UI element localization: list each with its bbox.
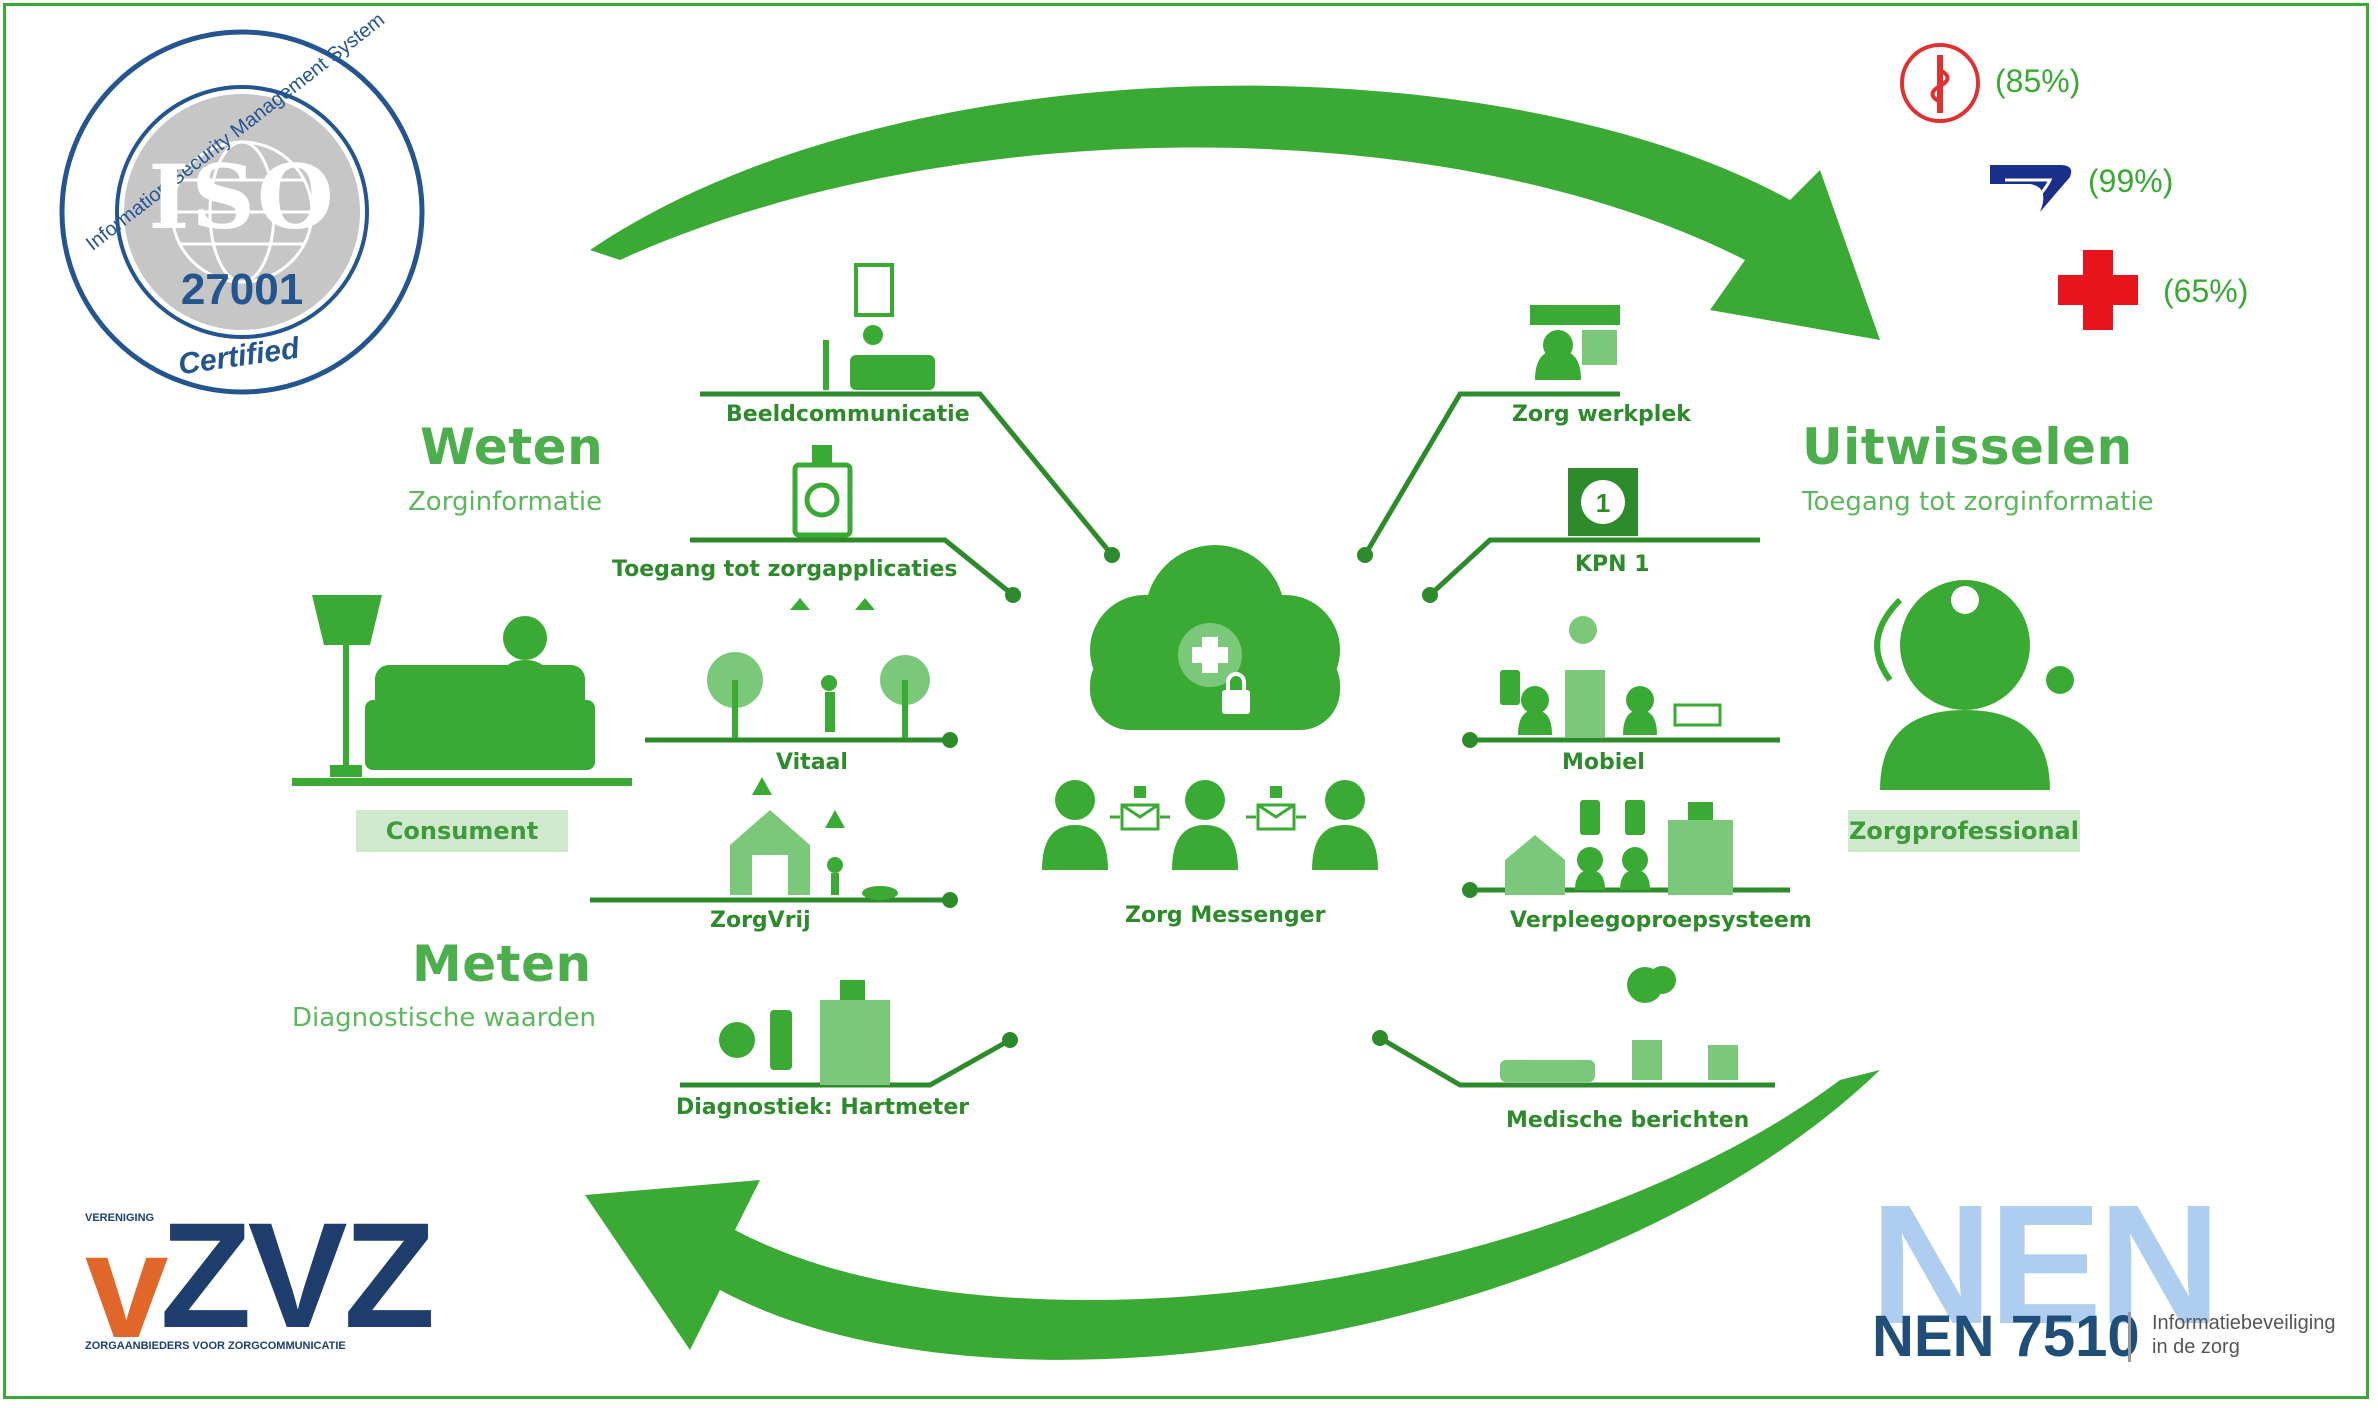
service-diagnostiek-hartmeter: Diagnostiek: Hartmeter (676, 1095, 970, 1120)
wing-logo-icon (1990, 165, 2072, 212)
service-beeldcommunicatie: Beeldcommunicatie (726, 402, 970, 427)
score-99: (99%) (2088, 163, 2174, 199)
safe-icon (792, 445, 853, 538)
cloud-cross-icon (1178, 623, 1242, 687)
vzvz-letters: ZVZ (160, 1191, 435, 1359)
mobiel-icon (1500, 616, 1722, 738)
zorgvrij-icon (730, 777, 898, 900)
meten-subtitle: Diagnostische waarden (292, 1003, 596, 1033)
lock-icon (1222, 672, 1250, 714)
consumer-icon (292, 595, 632, 786)
bottom-cycle-arrow (585, 1070, 1880, 1360)
nen-subtitle-2: in de zorg (2152, 1336, 2240, 1358)
iso-label: ISO (148, 145, 336, 249)
kpn-icon: 1 (1568, 468, 1638, 536)
top-cycle-arrow (590, 85, 1880, 340)
vitaal-icon (707, 598, 930, 738)
service-medische-berichten: Medische berichten (1506, 1108, 1750, 1133)
vzvz-top-text: VERENIGING (85, 1212, 155, 1224)
zorg-werkplek-icon (1530, 305, 1620, 380)
messenger-people-icons (1042, 780, 1378, 870)
service-vitaal: Vitaal (776, 750, 848, 775)
service-toegang-zorgapplicaties: Toegang tot zorgapplicaties (612, 557, 958, 582)
hartmeter-icon (719, 980, 890, 1085)
medische-berichten-icon (1500, 966, 1738, 1082)
service-zorg-werkplek: Zorg werkplek (1512, 402, 1691, 427)
professional-label: Zorgprofessional (1848, 810, 2080, 852)
score-85: (85%) (1995, 63, 2081, 99)
small-lock-icons (1134, 786, 1282, 798)
nen-subtitle-1: Informatiebeveiliging (2152, 1312, 2336, 1334)
service-zorgvrij: ZorgVrij (710, 908, 811, 933)
score-65: (65%) (2163, 273, 2249, 309)
red-cross-icon (2058, 250, 2138, 330)
nen-big-letters: NEN (1870, 1170, 2221, 1360)
service-verpleegoproepsysteem: Verpleegoproepsysteem (1510, 908, 1812, 933)
nen-divider (2128, 1312, 2131, 1362)
vzvz-letter-v: v (85, 1201, 169, 1369)
uitwisselen-title: Uitwisselen (1802, 418, 2133, 476)
meten-title: Meten (412, 935, 592, 993)
weten-title: Weten (420, 418, 604, 476)
left-connection-dots (942, 547, 1120, 1048)
consumer-label: Consument (356, 810, 568, 852)
verpleegoproep-icon (1505, 800, 1733, 895)
caduceus-icon (1900, 43, 1980, 123)
nen-7510-title: NEN 7510 (1872, 1304, 2140, 1369)
vzvz-bottom-text: ZORGAANBIEDERS VOOR ZORGCOMMUNICATIE (85, 1340, 346, 1352)
envelope-icons (1110, 803, 1306, 831)
green-frame (3, 3, 2369, 1399)
uitwisselen-subtitle: Toegang tot zorginformatie (1802, 487, 2154, 517)
cloud-icon (1090, 545, 1340, 730)
professional-icon (1874, 580, 2074, 790)
beeldcommunicatie-icon (823, 263, 935, 390)
service-mobiel: Mobiel (1562, 750, 1645, 775)
zorg-messenger-label: Zorg Messenger (1125, 903, 1326, 928)
weten-subtitle: Zorginformatie (408, 487, 603, 517)
service-kpn-1: KPN 1 (1575, 552, 1650, 577)
left-connection-lines (590, 391, 1114, 1088)
iso-seal-icon (59, 29, 425, 395)
kpn-badge-number: 1 (1596, 488, 1610, 518)
right-connection-dots (1357, 547, 1478, 1046)
iso-standard: 27001 (180, 265, 304, 314)
